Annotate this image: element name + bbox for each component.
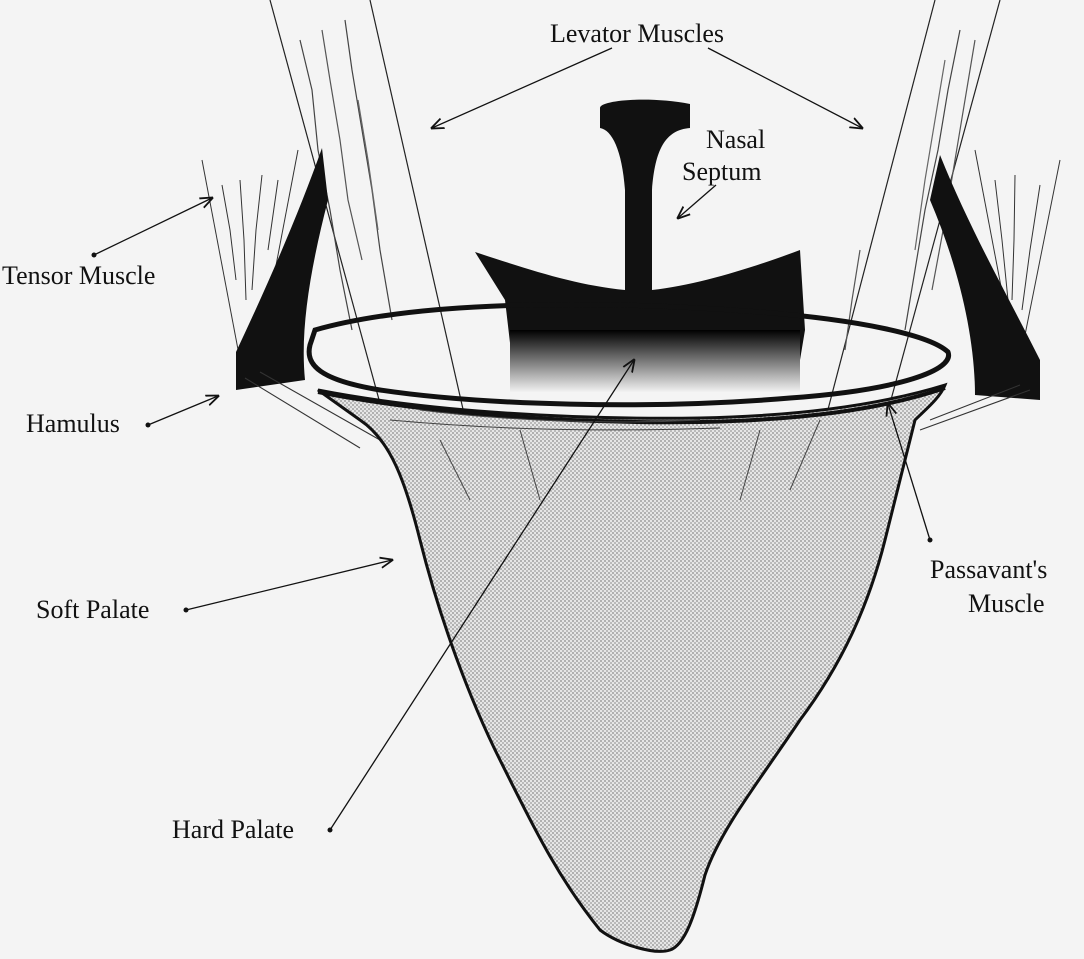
label-passavant-line2: Muscle [968,590,1045,618]
label-tensor-muscle: Tensor Muscle [2,262,155,290]
label-soft-palate: Soft Palate [36,596,149,624]
septum-gradient [510,330,800,392]
leader-soft-palate [186,560,392,610]
leader-levator-right [708,48,862,128]
label-passavant-line1: Passavant's [930,556,1047,584]
levator-muscle-right [820,0,1000,440]
label-hamulus: Hamulus [26,410,120,438]
leader-levator-left [432,48,612,128]
soft-palate-region [318,385,945,951]
label-nasal-septum-line1: Nasal [706,126,765,154]
leader-hamulus [148,396,218,425]
label-hard-palate: Hard Palate [172,816,294,844]
leader-tensor [94,198,212,255]
label-levator-muscles: Levator Muscles [550,20,724,48]
leader-nasal-septum [678,185,716,218]
pterygoid-left [236,148,328,390]
label-nasal-septum-line2: Septum [682,158,761,186]
